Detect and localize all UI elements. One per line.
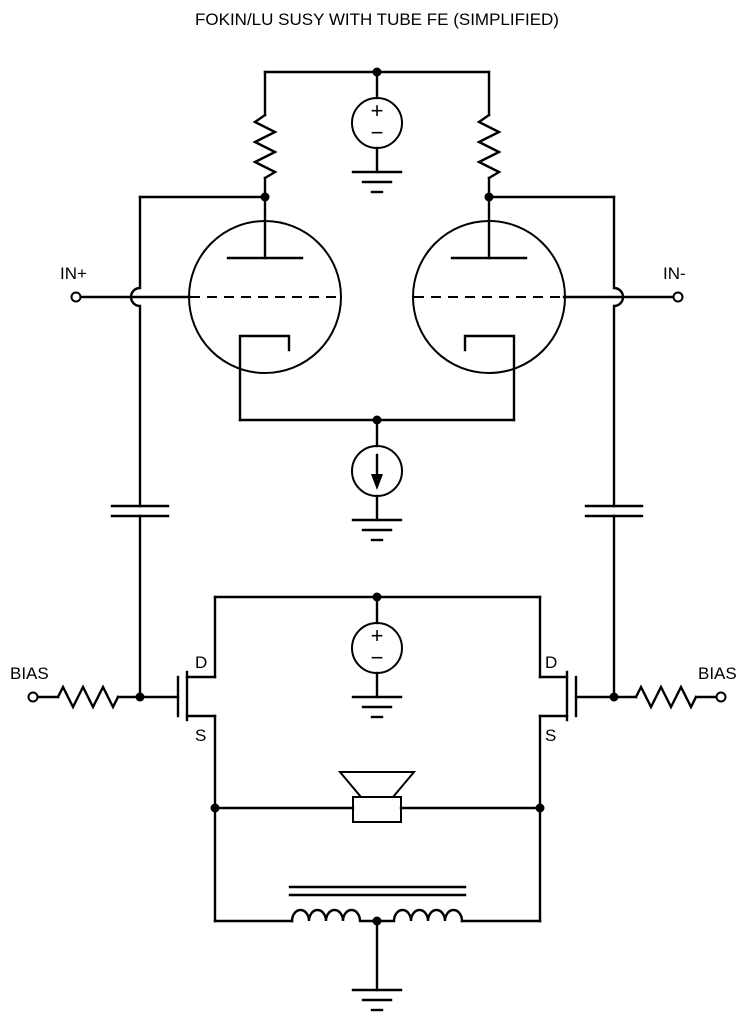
speaker-icon (213, 771, 542, 823)
center-tapped-inductor (288, 885, 467, 992)
ground-icon-top (351, 170, 403, 194)
ground-icon-middle (351, 518, 403, 542)
svg-text:D: D (545, 653, 557, 672)
tube-left (188, 195, 342, 422)
voltage-source-bottom: + − (351, 595, 403, 699)
bias-resistor-right: BIAS (634, 664, 737, 710)
mosfet-right: D S (538, 595, 578, 810)
coupling-capacitor-right (584, 504, 644, 699)
diagram-title: FOKIN/LU SUSY WITH TUBE FE (SIMPLIFIED) (195, 10, 559, 29)
voltage-source-top: + − (351, 70, 403, 174)
input-plus: IN+ (60, 264, 192, 303)
svg-text:BIAS: BIAS (698, 664, 737, 683)
ground-icon-center-tap (351, 988, 403, 1012)
bias-resistor-left: BIAS (10, 664, 120, 710)
svg-text:S: S (545, 726, 556, 745)
svg-text:BIAS: BIAS (10, 664, 49, 683)
input-minus: IN- (562, 264, 686, 303)
plate-resistor-left (252, 113, 278, 199)
svg-text:−: − (371, 120, 384, 145)
svg-text:D: D (195, 653, 207, 672)
mosfet-left: D S (176, 595, 217, 810)
svg-text:S: S (195, 726, 206, 745)
plate-resistor-right (476, 113, 502, 199)
svg-text:IN+: IN+ (60, 264, 87, 283)
ground-icon-bottom-supply (351, 695, 403, 719)
coupling-capacitor-left (110, 504, 170, 699)
tube-right (412, 195, 566, 422)
current-source (351, 418, 403, 522)
svg-text:IN-: IN- (663, 264, 686, 283)
svg-text:−: − (371, 645, 384, 670)
svg-text:+: + (371, 98, 384, 123)
svg-text:+: + (371, 623, 384, 648)
